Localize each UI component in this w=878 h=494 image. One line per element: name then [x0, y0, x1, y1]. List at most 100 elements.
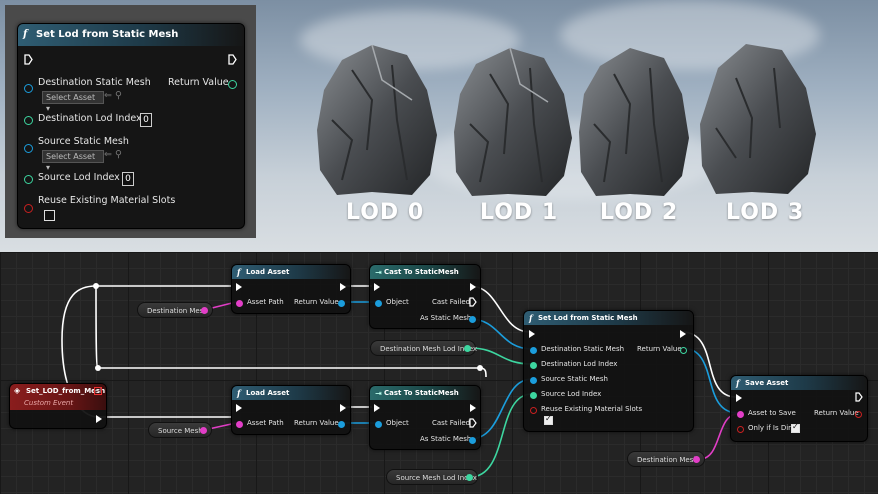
lod-label: LOD 1 [480, 200, 559, 225]
exec-out-pin[interactable] [340, 283, 346, 291]
reuse-material-slots-pin[interactable] [24, 204, 33, 213]
function-icon: f [736, 378, 740, 388]
cast-failed-pin[interactable] [469, 297, 478, 308]
destination-mesh-lod-index-variable[interactable]: Destination Mesh Lod Index [370, 340, 477, 356]
source-static-mesh-pin[interactable] [24, 144, 33, 153]
source-mesh-lod-index-variable[interactable]: Source Mesh Lod Index [386, 469, 478, 485]
lod-label: LOD 3 [726, 200, 805, 225]
node-header: ◈ Set_LOD_from_Mesh Custom Event [10, 384, 106, 410]
cloud [300, 10, 520, 70]
pin-label: Object [386, 419, 409, 427]
destination-lod-index-pin[interactable] [24, 116, 33, 125]
browse-icon[interactable]: ⇐ ⚲ [104, 149, 122, 160]
exec-in-pin[interactable] [374, 404, 380, 412]
exec-in-pin[interactable] [236, 404, 242, 412]
rock-lod3 [700, 44, 816, 194]
select-asset-label: Select Asset [46, 152, 96, 161]
asset-path-pin[interactable] [236, 421, 243, 428]
function-icon: f [23, 29, 28, 40]
pin-label: As Static Mesh [420, 435, 472, 443]
pin-label: Return Value [814, 409, 859, 417]
return-value-pin[interactable] [228, 80, 237, 89]
return-value-pin[interactable] [680, 347, 687, 354]
node-header: f Set Lod from Static Mesh [18, 24, 244, 46]
as-static-mesh-pin[interactable] [469, 437, 476, 444]
destination-lod-index-pin[interactable] [530, 362, 537, 369]
asset-to-save-pin[interactable] [737, 411, 744, 418]
exec-in-pin[interactable] [236, 283, 242, 291]
exec-in-pin[interactable] [24, 54, 33, 65]
return-value-pin[interactable] [338, 300, 345, 307]
function-icon: f [237, 388, 241, 398]
asset-path-pin[interactable] [236, 300, 243, 307]
pin-label: Asset Path [247, 298, 284, 306]
cast-to-staticmesh-node[interactable]: ⇥Cast To StaticMesh Object Cast Failed A… [369, 264, 481, 329]
variable-output-pin[interactable] [466, 474, 473, 481]
source-lod-index-pin[interactable] [24, 175, 33, 184]
select-asset-dropdown[interactable]: Select Asset ▾ [42, 91, 104, 113]
as-static-mesh-pin[interactable] [469, 316, 476, 323]
destination-mesh-variable[interactable]: Destination Mesh [137, 302, 213, 318]
return-value-pin[interactable] [338, 421, 345, 428]
reroute-node [95, 365, 101, 371]
pin-label: Destination Lod Index [541, 360, 618, 368]
reuse-material-slots-pin[interactable] [530, 407, 537, 414]
pin-label: Destination Static Mesh [38, 77, 151, 88]
variable-output-pin[interactable] [200, 427, 207, 434]
exec-out-pin[interactable] [470, 404, 476, 412]
destination-static-mesh-pin[interactable] [24, 84, 33, 93]
variable-output-pin[interactable] [464, 345, 471, 352]
source-mesh-variable[interactable]: Source Mesh [148, 422, 212, 438]
source-lod-index-input[interactable]: 0 [122, 172, 134, 186]
cast-failed-pin[interactable] [469, 418, 478, 429]
custom-event-node[interactable]: ◈ Set_LOD_from_Mesh Custom Event [9, 383, 107, 429]
variable-label: Source Mesh Lod Index [396, 474, 477, 482]
variable-output-pin[interactable] [693, 456, 700, 463]
cast-icon: ⇥ [375, 267, 382, 277]
exec-out-pin[interactable] [680, 330, 686, 338]
pin-label: Destination Lod Index [38, 113, 142, 124]
node-title: Set Lod from Static Mesh [36, 29, 179, 40]
only-if-dirty-pin[interactable] [737, 426, 744, 433]
exec-out-pin[interactable] [340, 404, 346, 412]
pin-label: Return Value [294, 298, 339, 306]
exec-in-pin[interactable] [529, 330, 535, 338]
only-if-dirty-checkbox[interactable] [791, 422, 800, 433]
exec-out-pin[interactable] [855, 392, 864, 403]
variable-output-pin[interactable] [201, 307, 208, 314]
object-pin[interactable] [375, 300, 382, 307]
destination-lod-index-input[interactable]: 0 [140, 113, 152, 127]
node-subtitle: Custom Event [24, 399, 74, 407]
destination-mesh-variable[interactable]: Destination Mesh [627, 451, 705, 467]
node-title: Save Asset [745, 379, 789, 387]
source-lod-index-pin[interactable] [530, 392, 537, 399]
node-title: Cast To StaticMesh [384, 389, 459, 397]
set-lod-from-static-mesh-node[interactable]: f Set Lod from Static Mesh Destination S… [17, 23, 245, 229]
source-static-mesh-pin[interactable] [530, 377, 537, 384]
pin-label: Asset Path [247, 419, 284, 427]
exec-out-pin[interactable] [228, 54, 237, 65]
cast-to-staticmesh-node[interactable]: ⇥Cast To StaticMesh Object Cast Failed A… [369, 385, 481, 450]
node-header: f Save Asset [731, 376, 867, 390]
delegate-pin[interactable] [94, 387, 102, 395]
destination-static-mesh-pin[interactable] [530, 347, 537, 354]
select-asset-dropdown[interactable]: Select Asset ▾ [42, 150, 104, 172]
reuse-material-slots-checkbox[interactable] [44, 210, 55, 221]
exec-in-pin[interactable] [374, 283, 380, 291]
reuse-material-slots-checkbox[interactable] [544, 414, 553, 425]
pin-label: Source Lod Index [38, 172, 120, 183]
browse-icon[interactable]: ⇐ ⚲ [104, 90, 122, 101]
object-pin[interactable] [375, 421, 382, 428]
pin-label: As Static Mesh [420, 314, 472, 322]
exec-out-pin[interactable] [96, 415, 102, 423]
cast-icon: ⇥ [375, 388, 382, 398]
exec-in-pin[interactable] [736, 394, 742, 402]
rock-lod1 [454, 47, 572, 196]
return-value-pin[interactable] [855, 411, 862, 418]
exec-out-pin[interactable] [470, 283, 476, 291]
